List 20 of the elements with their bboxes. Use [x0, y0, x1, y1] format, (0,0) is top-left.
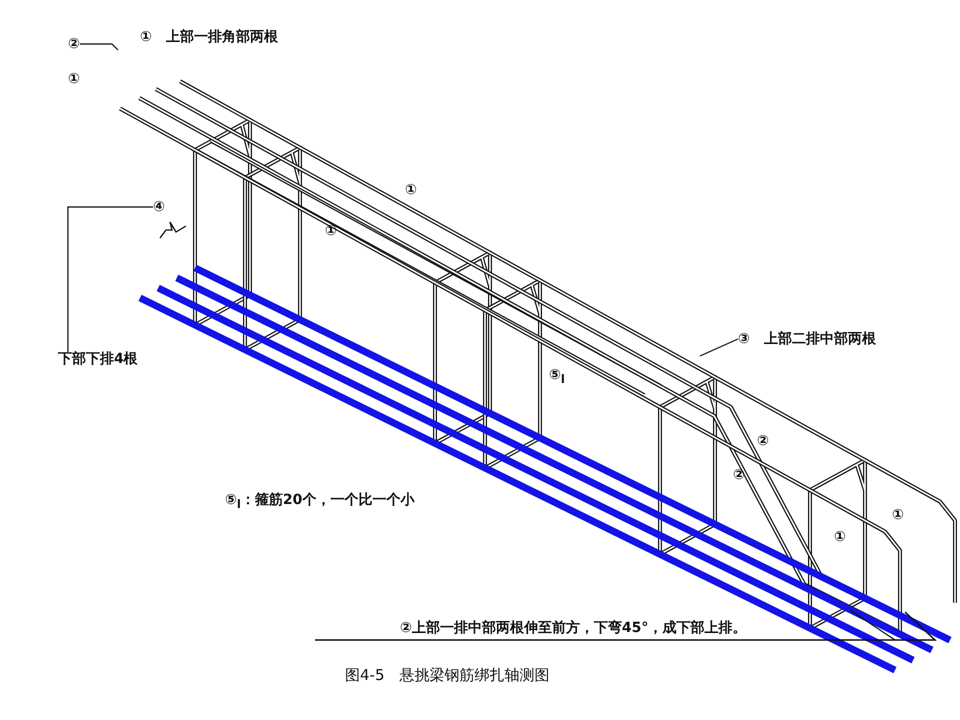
- callout-text: 下部下排4根: [58, 352, 138, 366]
- callout-number: ⑤$_{l}$: [549, 368, 565, 386]
- callout-number: ①: [834, 530, 846, 544]
- callout-text: 上部二排中部两根: [764, 332, 876, 346]
- callout-number: ①: [68, 72, 80, 86]
- callout-number: ②: [733, 468, 745, 482]
- callout-number: ④: [153, 200, 165, 214]
- callout-number: ③: [738, 332, 750, 346]
- leader-line: [67, 206, 153, 352]
- callout-number: ①: [405, 183, 417, 197]
- note-text: ②上部一排中部两根伸至前方，下弯45°，成下部上排。: [400, 621, 746, 635]
- leader-line: [80, 43, 118, 50]
- callout-number: ②: [757, 434, 769, 448]
- callout-number: ②: [68, 37, 80, 51]
- note-text: ⑤$_{l}$：箍筋20个，一个比一个小: [225, 493, 414, 510]
- callout-number: ①: [892, 508, 904, 522]
- figure-caption: 图4-5 悬挑梁钢筋绑扎轴测图: [345, 668, 550, 683]
- callout-number: ①: [140, 30, 152, 44]
- leader-line: [700, 338, 738, 357]
- callout-text: 上部一排角部两根: [166, 30, 278, 44]
